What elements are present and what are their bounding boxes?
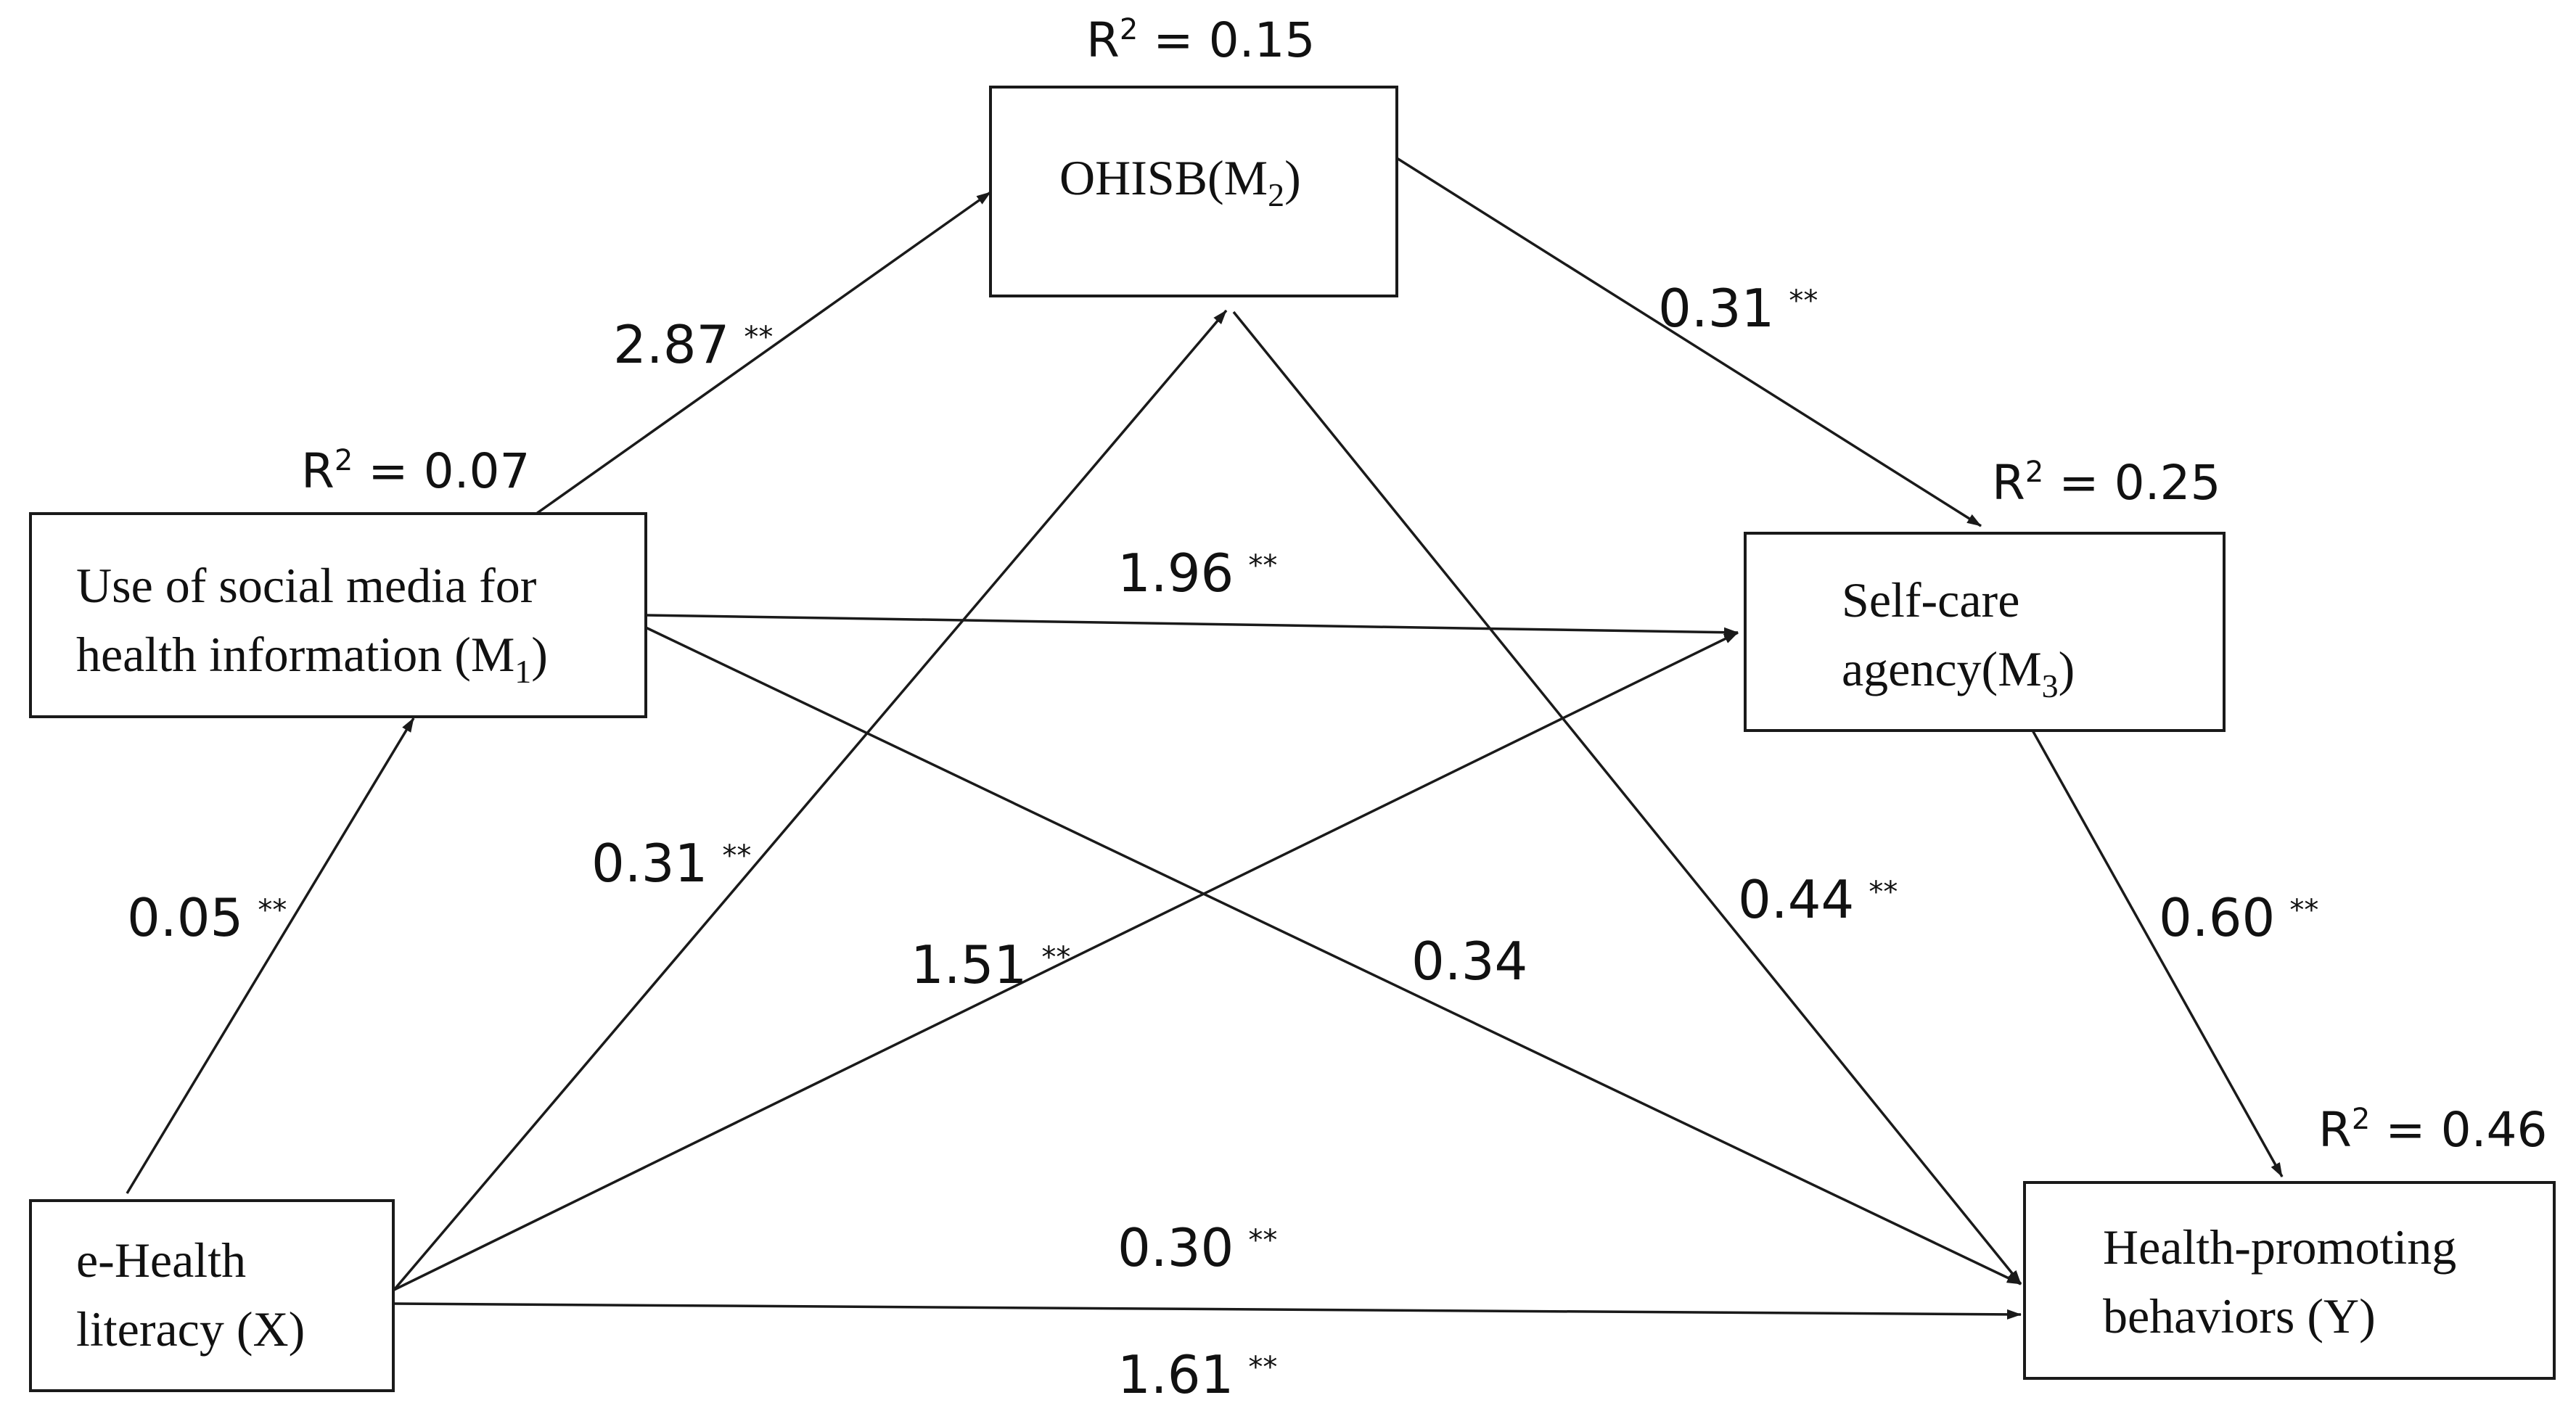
r2-m2: R2 = 0.15 — [1086, 12, 1316, 68]
coef-x-m2: 0.31** — [591, 833, 751, 894]
node-m2-box — [989, 86, 1398, 297]
coef-x-m1: 0.05** — [127, 887, 287, 948]
node-m3-label: Self-care agency(M3) — [1842, 572, 2075, 704]
r2-y: R2 = 0.46 — [2318, 1102, 2548, 1158]
node-m1-line2: health information (M — [76, 627, 514, 682]
r2-m3: R2 = 0.25 — [1992, 455, 2221, 511]
node-m1-label: Use of social media for health informati… — [76, 558, 549, 690]
path-m1-m2 — [525, 191, 992, 522]
path-x-y — [393, 1302, 2022, 1320]
node-m2-label: OHISB(M2) — [1059, 150, 1301, 213]
node-m2-close: ) — [1284, 150, 1301, 205]
coef-m2-y: 0.44** — [1738, 869, 1898, 930]
coef-m2-m3: 0.31** — [1658, 278, 1818, 339]
r2-m1: R2 = 0.07 — [301, 443, 530, 499]
node-m3-line1: Self-care — [1842, 572, 2019, 628]
node-m1-subscript: 1 — [514, 653, 531, 690]
node-m3-line2: agency(M — [1842, 641, 2042, 696]
node-m3-close: ) — [2059, 641, 2075, 696]
node-x-box — [29, 1199, 395, 1392]
node-m3-subscript: 3 — [2042, 667, 2059, 704]
node-m2-text: OHISB(M — [1059, 150, 1268, 205]
node-m3-box — [1744, 532, 2226, 732]
path-m1-m3 — [645, 614, 1739, 638]
node-m2-subscript: 2 — [1268, 176, 1284, 213]
node-x-line2: literacy (X) — [76, 1301, 305, 1357]
node-m1-close: ) — [531, 627, 548, 682]
path-x-m1 — [126, 717, 415, 1194]
node-m1-box — [29, 512, 647, 718]
coef-m1-y: 0.34 — [1411, 931, 1527, 992]
node-y-label: Health-promoting behaviors (Y) — [2103, 1219, 2469, 1344]
node-m1-line1: Use of social media for — [76, 558, 537, 613]
node-y-line2: behaviors (Y) — [2103, 1288, 2376, 1344]
coef-x-y-total: 1.61** — [1117, 1344, 1277, 1405]
path-x-m3 — [393, 631, 1739, 1291]
coef-x-m3: 1.51** — [911, 934, 1070, 995]
path-x-m2 — [393, 309, 1228, 1291]
path-m1-y — [645, 626, 2022, 1285]
path-m2-y — [1232, 310, 2022, 1285]
path-m2-m3 — [1396, 157, 1982, 527]
coef-m1-m2: 2.87** — [613, 314, 773, 375]
path-m3-y — [2030, 728, 2284, 1177]
coef-m1-m3: 1.96** — [1117, 543, 1277, 604]
coef-x-y-direct: 0.30** — [1117, 1217, 1277, 1278]
node-y-line1: Health-promoting — [2103, 1219, 2456, 1275]
coef-m3-y: 0.60** — [2159, 887, 2318, 948]
node-x-label: e-Health literacy (X) — [76, 1233, 305, 1357]
node-y-box — [2023, 1181, 2556, 1380]
node-x-line1: e-Health — [76, 1233, 246, 1288]
